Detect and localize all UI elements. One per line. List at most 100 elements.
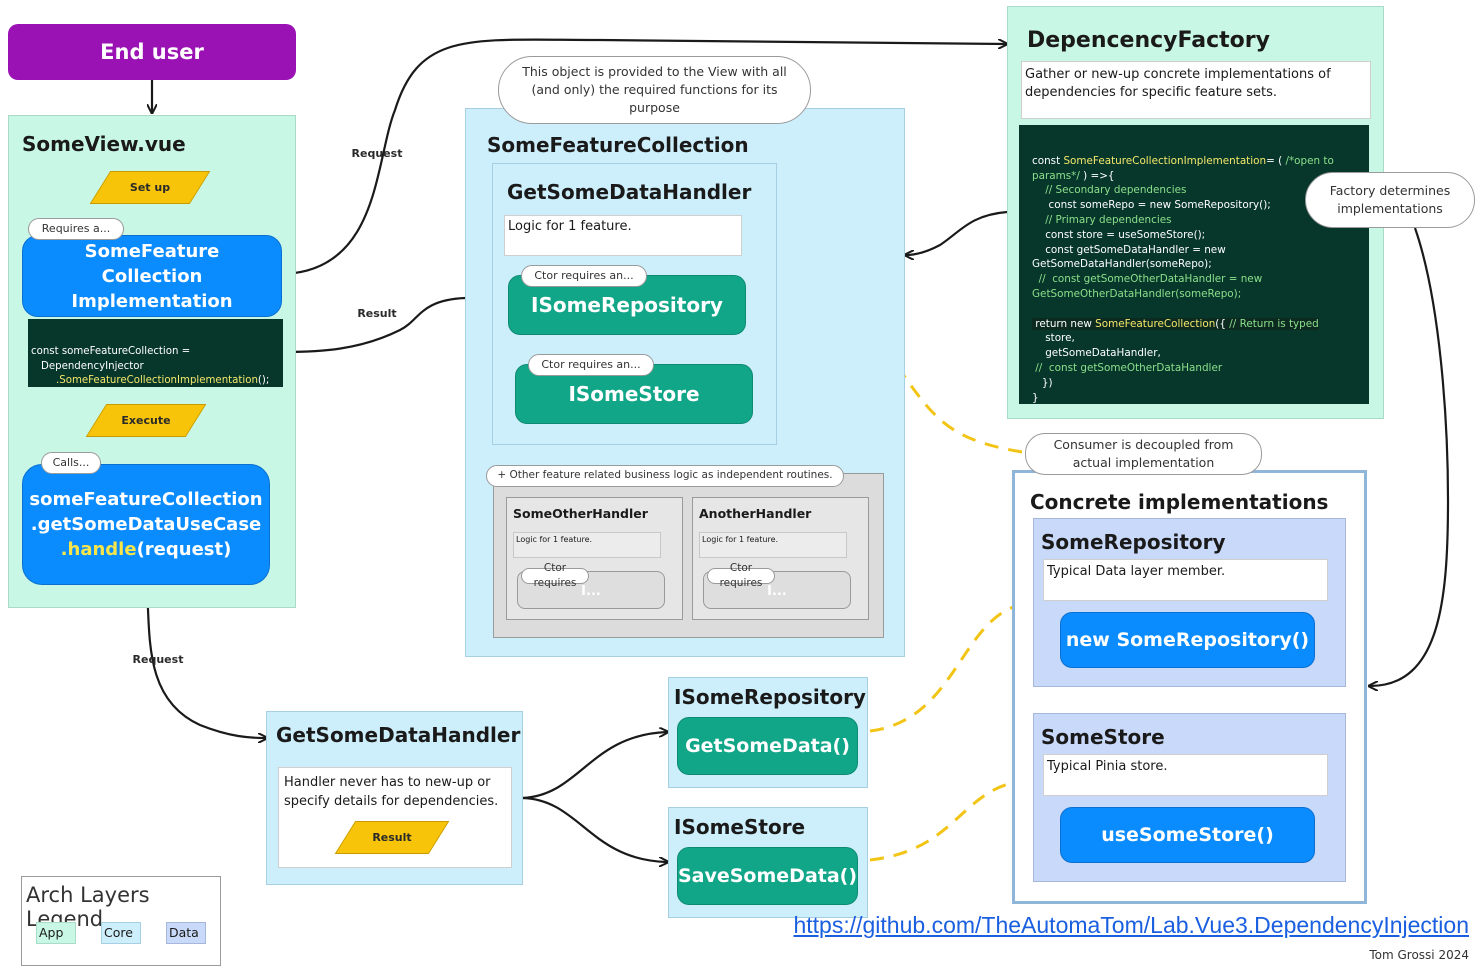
fc-l11d: // Return is typed (1229, 317, 1319, 330)
some-view-title: SomeView.vue (22, 132, 186, 156)
other-handler-1-title: SomeOtherHandler (513, 506, 648, 521)
other-handler-2-title: AnotherHandler (699, 506, 812, 521)
call-line-3: .handle(request) (61, 537, 232, 562)
arrow-factory-to-concrete (1370, 227, 1450, 686)
irepository-button-label: ISomeRepository (531, 293, 723, 317)
some-store-desc-text: Typical Pinia store. (1047, 759, 1168, 774)
other-logic-pill: + Other feature related business logic a… (486, 465, 844, 487)
other-handler-1-ctor-text: Ctor requires (533, 561, 577, 589)
execute-label: Execute (96, 404, 196, 437)
end-user-box: End user (8, 24, 296, 80)
save-some-data-button[interactable]: SaveSomeData() (677, 847, 858, 905)
fc-l5: // Primary dependencies (1032, 213, 1172, 226)
factory-note: Factory determines implementations (1305, 172, 1475, 228)
fc-l6: const store = useSomeStore(); (1032, 228, 1206, 241)
setup-label: Set up (100, 171, 200, 204)
call-line-3a: .handle (60, 539, 137, 560)
handler-title: GetSomeDataHandler (507, 180, 752, 204)
legend-app: App (36, 922, 76, 944)
fc-l11b: SomeFeatureCollection (1095, 317, 1216, 330)
other-handler-2-logic: Logic for 1 feature. (699, 532, 847, 558)
result-label-bottom-text: Result (372, 831, 412, 844)
get-some-data-button[interactable]: GetSomeData() (677, 717, 858, 775)
isome-store-title: ISomeStore (674, 815, 806, 839)
other-handler-2-logic-text: Logic for 1 feature. (702, 535, 779, 544)
handler-logic-box: Logic for 1 feature. (504, 215, 742, 256)
other-handler-1-ellipsis: I... (581, 584, 601, 599)
setup-label-text: Set up (129, 181, 171, 194)
request-label-bottom-text: Request (132, 653, 184, 666)
factory-description-text: Gather or new-up concrete implementation… (1025, 67, 1331, 100)
github-link[interactable]: https://github.com/TheAutomaTom/Lab.Vue3… (793, 912, 1469, 938)
fc-l8: GetSomeDataHandler(someRepo); (1032, 258, 1212, 271)
fc-l11: return new SomeFeatureCollection({ // Re… (1032, 317, 1369, 332)
other-logic-pill-text: + Other feature related business logic a… (497, 469, 833, 482)
other-handler-1-ctor-pill: Ctor requires (521, 562, 589, 589)
other-handler-2-ctor-text: Ctor requires (719, 561, 763, 589)
result-label-top: Result (337, 297, 417, 330)
fc-l15: }) (1032, 376, 1053, 389)
legend-app-text: App (39, 925, 64, 940)
concrete-note-text: Consumer is decoupled from actual implem… (1053, 436, 1234, 470)
impl-button[interactable]: SomeFeature Collection Implementation (22, 235, 282, 317)
fc-l1d: /*open to (1285, 154, 1334, 167)
ctor-pill-1-text: Ctor requires an... (534, 269, 634, 283)
factory-note-text: Factory determines implementations (1329, 182, 1451, 216)
fc-l4: const someRepo = new SomeRepository(); (1032, 199, 1271, 212)
fc-l16: } (1032, 391, 1039, 404)
ctor-pill-2-text: Ctor requires an... (541, 358, 641, 372)
view-code-line-3b: (); (257, 375, 270, 387)
result-label-bottom: Result (345, 821, 439, 854)
fc-l1b: SomeFeatureCollectionImplementation (1063, 154, 1267, 167)
other-handler-2-ctor-pill: Ctor requires (707, 562, 775, 589)
factory-code-block: const SomeFeatureCollectionImplementatio… (1019, 125, 1369, 404)
fc-l1a: const (1032, 154, 1064, 167)
collection-note: This object is provided to the View with… (498, 56, 811, 124)
dashed-irepo-to-repo (869, 603, 1030, 733)
fc-l2: params*/ ) =>{ (1032, 169, 1369, 184)
calls-pill-text: Calls... (52, 456, 90, 470)
handler-logic-text: Logic for 1 feature. (508, 219, 632, 234)
fc-l14: // const getSomeOtherDataHandler (1032, 361, 1223, 374)
call-button[interactable]: someFeatureCollection .getSomeDataUseCas… (22, 464, 270, 585)
other-handler-2: AnotherHandler Logic for 1 feature. I...… (692, 497, 869, 620)
calls-pill: Calls... (41, 452, 101, 474)
ctor-pill-2: Ctor requires an... (528, 354, 654, 376)
new-some-repository-button[interactable]: new SomeRepository() (1060, 612, 1315, 668)
some-store-title: SomeStore (1041, 725, 1165, 749)
bottom-handler-panel: GetSomeDataHandler Handler never has to … (266, 711, 523, 885)
request-label-top: Request (337, 137, 417, 170)
view-code-line-3: .SomeFeatureCollectionImplementation(); (31, 374, 283, 389)
fc-l13: getSomeDataHandler, (1032, 347, 1161, 360)
requires-pill: Requires a... (28, 218, 124, 240)
fc-l10: GetSomeOtherDataHandler(someRepo); (1032, 287, 1242, 300)
fc-l12: store, (1032, 332, 1075, 345)
fc-l1c: = ( (1266, 154, 1286, 167)
view-code-block: const someFeatureCollection =DependencyI… (28, 319, 283, 387)
bottom-handler-desc-box: Handler never has to new-up or specify d… (278, 767, 512, 868)
ctor-pill-1: Ctor requires an... (521, 265, 647, 287)
factory-title: DepencencyFactory (1027, 28, 1270, 53)
legend: Arch Layers Legend App Core Data (21, 876, 221, 966)
call-line-3b: (request) (136, 539, 232, 560)
other-handler-1-logic: Logic for 1 feature. (513, 532, 661, 558)
concrete-note: Consumer is decoupled from actual implem… (1025, 433, 1262, 475)
credit: Tom Grossi 2024 (1369, 948, 1469, 962)
arrow-handler-to-irepo (522, 732, 667, 800)
concrete-title: Concrete implementations (1030, 490, 1329, 514)
use-some-store-label: useSomeStore() (1101, 824, 1274, 846)
call-line-2: .getSomeDataUseCase (30, 514, 262, 535)
arrow-result-to-view (284, 296, 466, 352)
legend-core: Core (101, 922, 141, 944)
fc-l11a: return new (1032, 317, 1096, 330)
use-some-store-button[interactable]: useSomeStore() (1060, 807, 1315, 863)
arrow-request-to-factory (283, 38, 1006, 276)
some-repository-desc-box: Typical Data layer member. (1043, 559, 1328, 601)
impl-button-label: SomeFeature Collection Implementation (71, 240, 233, 312)
requires-pill-text: Requires a... (41, 222, 111, 236)
some-store-desc-box: Typical Pinia store. (1043, 754, 1328, 796)
new-some-repository-label: new SomeRepository() (1065, 629, 1310, 651)
collection-note-text: This object is provided to the View with… (522, 63, 787, 116)
fc-l2a: params*/ (1032, 169, 1080, 182)
legend-data-text: Data (169, 925, 199, 940)
